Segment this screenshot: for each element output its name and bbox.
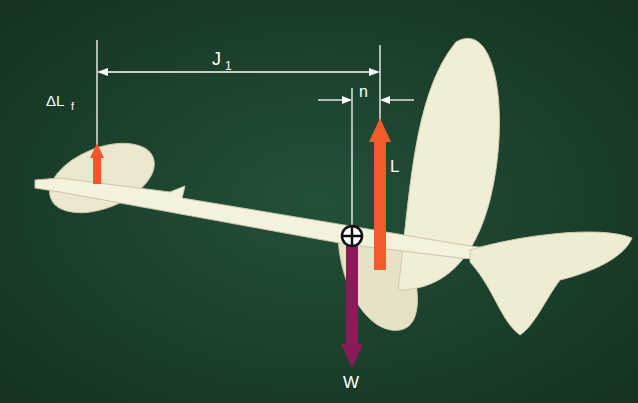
force-label: L <box>390 158 399 175</box>
weight-arrow <box>341 246 363 368</box>
dimension-lines <box>97 40 414 225</box>
tail-lift-arrow <box>90 143 104 184</box>
subscript: f <box>71 101 74 112</box>
lift-arrow <box>369 118 391 270</box>
fin <box>470 232 632 335</box>
center-of-gravity <box>342 226 362 246</box>
force-label: ΔL <box>46 93 64 108</box>
dimension-label: J <box>212 50 221 68</box>
dimension-arrowheads <box>97 68 390 104</box>
subscript: 1 <box>225 60 232 72</box>
force-label: W <box>343 374 359 391</box>
dimension-label: n <box>359 84 368 100</box>
fuselage <box>35 178 520 262</box>
